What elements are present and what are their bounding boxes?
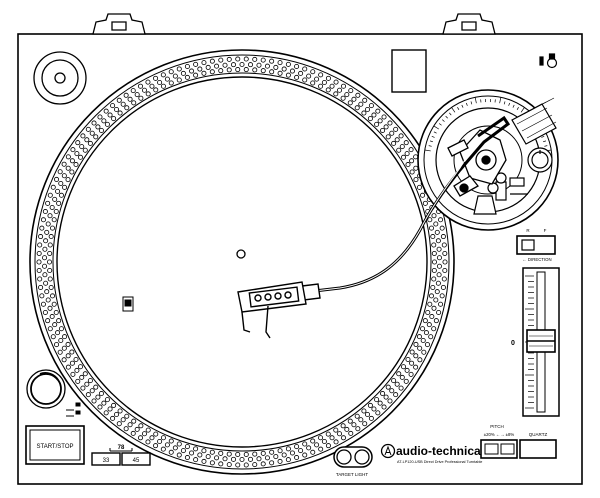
speed-45-label: 45 — [133, 458, 140, 464]
cue-lever-icon[interactable] — [539, 53, 558, 69]
speed-selector: 78 33 45 — [91, 445, 151, 466]
pitch-range-button-right — [500, 443, 515, 455]
arm-lift[interactable] — [495, 172, 528, 201]
pitch-slider: 0 — [511, 267, 560, 417]
headshell-rest — [391, 49, 427, 93]
dust-cover-hinge-right — [442, 13, 496, 35]
model-text: AT-LP120-USB Direct Drive Professional T… — [397, 460, 482, 464]
tonearm-gimbal — [447, 129, 507, 197]
target-light-label: TARGET LIGHT — [336, 472, 369, 477]
pitch-range-label: ±20% ←→ ±8% — [484, 432, 515, 437]
tonearm-tube-inner — [305, 137, 479, 293]
speed-indicator-marks — [66, 402, 81, 417]
pitch-range-button-left — [484, 443, 499, 455]
arm-rest — [473, 182, 499, 215]
start-stop-button-inner — [29, 429, 81, 461]
quartz-lock-button[interactable] — [519, 439, 557, 459]
counterweight[interactable] — [511, 97, 557, 145]
start-stop-label: START/STOP — [36, 444, 73, 450]
direction-r-label: R — [526, 228, 530, 233]
brand-text: audio-technica — [396, 444, 481, 458]
target-light[interactable] — [333, 446, 373, 468]
strobe-dots — [36, 56, 448, 468]
platter-ring-3 — [52, 72, 432, 452]
pitch-range-button[interactable] — [480, 439, 518, 459]
adapter-holder[interactable] — [33, 51, 87, 105]
pitch-label: PITCH — [490, 424, 504, 429]
direction-label: ← DIRECTION — [522, 257, 551, 262]
headshell[interactable] — [237, 281, 321, 339]
anti-skate-dial[interactable] — [527, 147, 553, 173]
start-stop-button[interactable] — [25, 425, 85, 465]
speed-78-label: 78 — [118, 445, 125, 451]
quartz-label: QUARTZ — [529, 432, 548, 437]
speed-33-label: 33 — [103, 458, 110, 464]
platter-mat — [56, 76, 428, 448]
dust-cover-hinge-left — [92, 13, 146, 35]
direction-f-label: F — [544, 228, 547, 233]
brand-logo: audio-technica AT-LP120-USB Direct Drive… — [380, 443, 482, 464]
mat-marker — [122, 296, 134, 312]
pitch-zero-mark: 0 — [511, 340, 515, 347]
speed-45-button[interactable] — [121, 452, 151, 466]
platter-ring-2 — [34, 54, 450, 470]
spindle — [236, 249, 246, 259]
direction-switch-knob — [521, 239, 535, 251]
speed-33-button[interactable] — [91, 452, 121, 466]
strobe-light — [26, 369, 66, 409]
